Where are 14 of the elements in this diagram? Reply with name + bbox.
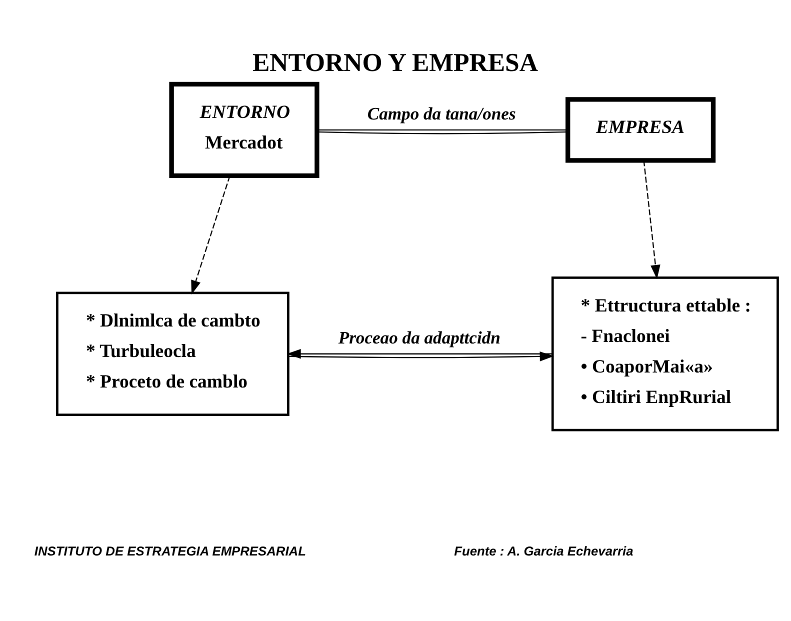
edge-label: Campo da tana/ones <box>367 103 516 124</box>
label: Fuente : A. Garcia Echevarria <box>454 543 634 558</box>
node-box: * Ettructura ettable : - Fnaclonei • CoaporMai«a» • Ciltiri EnpRurial <box>551 276 779 432</box>
arrow <box>286 348 552 359</box>
arrow <box>643 160 660 280</box>
connector <box>317 131 568 134</box>
label: INSTITUTO DE ESTRATEGIA EMPRESARIAL <box>34 543 306 558</box>
node-box: ENTORNO Mercadot <box>169 82 320 178</box>
node-box: EMPRESA <box>566 97 716 163</box>
arrow <box>191 176 230 294</box>
node-box: * Dlnimlca de cambto * Turbuleocla * Proceto de camblo <box>56 292 290 416</box>
connector <box>317 129 568 131</box>
diagram-title: ENTORNO Y EMPRESA <box>252 48 538 77</box>
edge-label: Proceao da adapttcidn <box>338 327 500 348</box>
